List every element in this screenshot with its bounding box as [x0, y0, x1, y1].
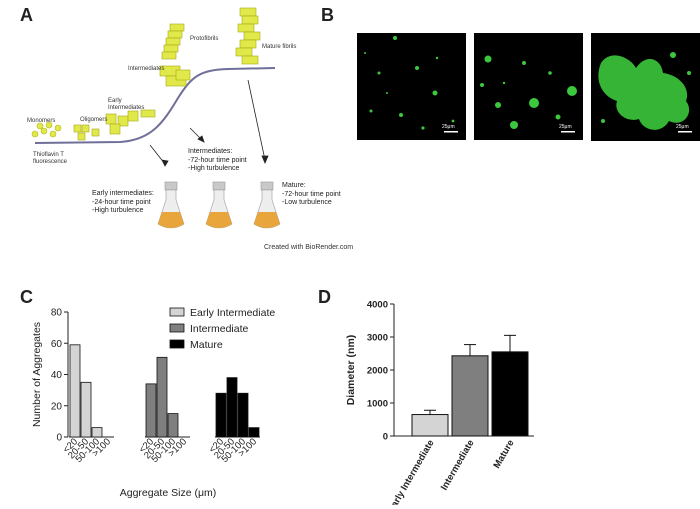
c-bar-2-0	[215, 392, 227, 438]
stage-label-oligomers: Oligomers	[80, 117, 108, 123]
c-legend-label-0: Early Intermediate	[190, 307, 275, 319]
note-early-intermediates: Early intermediates: -24-hour time point…	[92, 190, 154, 214]
stage-label-protofibrils: Protofibrils	[190, 36, 219, 42]
c-y-tick-label-1: 20	[51, 401, 63, 412]
stage-label-monomers: Monomers	[27, 118, 56, 124]
d-x-tick-label-0: Early Intermediate	[386, 438, 437, 505]
d-y-axis-label: Diameter (nm)	[345, 335, 357, 406]
panel-a-letter: A	[20, 5, 33, 25]
stage-label-intermediates: Intermediates	[128, 66, 165, 72]
stage-arrows	[149, 79, 269, 167]
c-bar-1-0	[145, 383, 157, 438]
scale-label-intermediate: 25μm	[559, 124, 572, 130]
c-bar-2-1	[226, 377, 238, 438]
early-intermediate-bundles	[105, 109, 156, 135]
d-bar-0	[411, 414, 449, 437]
flask-early	[157, 181, 185, 229]
note-mature: Mature: -72-hour time point -Low turbule…	[282, 182, 341, 206]
d-bar-1	[451, 355, 489, 437]
d-y-tick-label-2: 2000	[367, 366, 388, 377]
monomer-spheres	[31, 121, 62, 138]
micrograph-intermediate: 25μm	[474, 33, 583, 140]
d-x-tick-label-2: Mature	[491, 438, 516, 470]
d-x-tick-label-1: Intermediate	[439, 438, 477, 492]
stage-label-early-intermediates: Early Intermediates	[108, 98, 145, 111]
d-y-tick-label-0: 0	[383, 432, 388, 443]
flask-mature	[253, 181, 281, 229]
c-y-axis-label: Number of Aggregates	[31, 322, 43, 427]
scale-label-early: 25μm	[442, 124, 455, 130]
c-legend-swatch-1	[169, 323, 185, 333]
aggregation-curve-illustration	[31, 7, 281, 229]
c-legend-swatch-0	[169, 307, 185, 317]
c-bar-0-2	[91, 427, 103, 438]
d-bar-2	[491, 351, 529, 437]
c-bar-2-2	[237, 392, 249, 438]
c-bar-0-0	[69, 344, 81, 438]
c-y-tick-label-3: 60	[51, 339, 63, 350]
scale-label-mature: 25μm	[676, 124, 689, 130]
d-y-tick-label-3: 3000	[367, 333, 388, 344]
d-y-tick-label-4: 4000	[367, 300, 388, 311]
c-legend-label-2: Mature	[190, 339, 223, 351]
c-y-tick-label-0: 0	[56, 433, 62, 444]
c-legend-label-1: Intermediate	[190, 323, 249, 335]
biorender-credit: Created with BioRender.com	[264, 244, 354, 251]
micrograph-early: 25μm	[357, 33, 466, 140]
protofibril-stack	[161, 23, 185, 60]
c-bar-2-3	[248, 427, 260, 438]
flask-intermediate	[205, 181, 233, 229]
panel-b-letter: B	[321, 5, 334, 25]
intermediate-bundles	[159, 65, 191, 87]
thioflavin-curve	[34, 67, 276, 144]
c-y-tick-label-4: 80	[51, 308, 63, 319]
panel-c-letter: C	[20, 287, 33, 307]
c-bar-1-1	[156, 356, 168, 438]
micrograph-mature: 25μm	[591, 33, 700, 141]
c-legend-swatch-2	[169, 339, 185, 349]
c-x-axis-label: Aggregate Size (μm)	[120, 487, 217, 499]
note-intermediates: Intermediates: -72-hour time point -High…	[188, 148, 247, 172]
d-y-tick-label-1: 1000	[367, 399, 388, 410]
c-y-tick-label-2: 40	[51, 370, 63, 381]
oligomer-clusters	[73, 124, 100, 141]
c-bar-0-1	[80, 381, 92, 438]
stage-label-mature-fibrils: Mature fibrils	[262, 44, 297, 50]
panel-d-letter: D	[318, 287, 331, 307]
c-bar-1-2	[167, 413, 179, 438]
mature-fibril-stack	[235, 7, 261, 65]
curve-label: Thioflavin T fluorescence	[33, 152, 68, 165]
